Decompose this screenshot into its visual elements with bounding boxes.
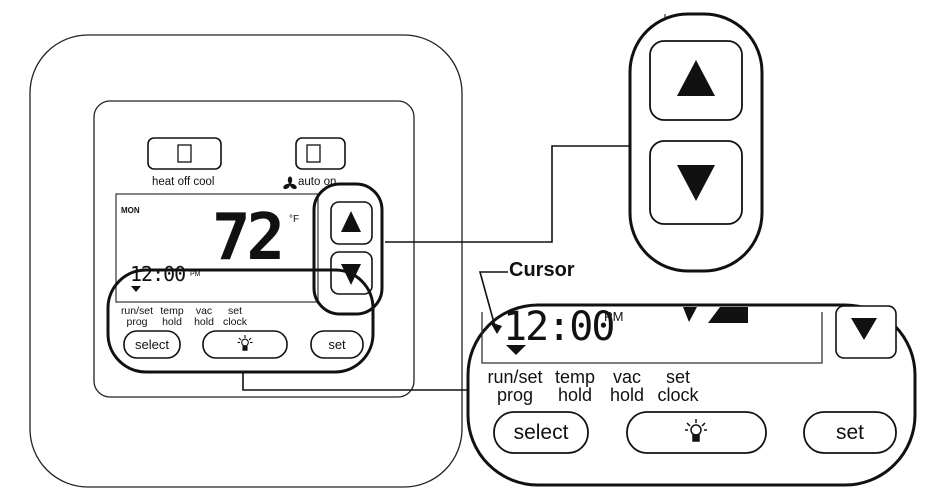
button-label-setclock: set clock — [219, 305, 251, 329]
light-button-outline — [202, 330, 288, 359]
light-button[interactable] — [203, 331, 287, 358]
lcd-temperature: 72 — [212, 201, 285, 275]
label-line: temp — [554, 367, 596, 387]
zoom-lightbulb-icon — [685, 419, 707, 442]
lightbulb-icon — [237, 335, 253, 351]
label-line: vac — [612, 367, 641, 387]
fan-icon — [283, 176, 297, 190]
zoom-up-arrow-icon — [677, 60, 715, 96]
zoom-label-temphold: temp hold — [549, 368, 601, 405]
lcd-window — [115, 193, 319, 303]
zoom-digit-fragment — [683, 307, 697, 322]
zoom-cursor-triangle — [506, 345, 526, 355]
cursor-pointer-line — [478, 271, 508, 331]
zoom-label-runset: run/set prog — [478, 368, 552, 405]
connector-bottom — [242, 372, 470, 391]
label-line: hold — [194, 316, 214, 329]
zoom-set-button-label[interactable]: set — [835, 420, 864, 444]
set-button[interactable]: set — [328, 337, 346, 352]
label-line: hold — [609, 385, 645, 406]
label-line: run/set — [487, 367, 543, 387]
up-arrow-icon — [341, 211, 361, 232]
button-label-temphold: temp hold — [157, 305, 187, 329]
label-line: vac — [195, 305, 213, 317]
highlight-bottom-row — [106, 268, 375, 374]
label-line: set — [227, 305, 242, 317]
label-line: clock — [657, 385, 699, 406]
select-button[interactable]: select — [135, 337, 169, 352]
zoom-light-button — [626, 411, 767, 454]
button-label-runset: run/set prog — [116, 305, 158, 329]
label-line: clock — [223, 316, 247, 329]
zoom-down-arrow-icon — [677, 165, 715, 201]
label-line: hold — [557, 385, 593, 406]
label-line: temp — [160, 305, 184, 317]
connector-top — [385, 145, 631, 243]
label-line: prog — [496, 385, 534, 406]
button-label-vachold: vac hold — [191, 305, 217, 329]
select-button-outline — [123, 330, 181, 359]
zoom-lcd-time: 12:00 — [503, 304, 615, 350]
lcd-day: MON — [121, 206, 140, 215]
lcd-meridiem: PM — [190, 271, 201, 278]
mode-switch-label: heat off cool — [152, 176, 215, 188]
set-button-outline — [310, 330, 364, 359]
zoom-set-button — [803, 411, 897, 454]
fan-switch-label: auto on — [298, 176, 337, 188]
cursor-triangle — [131, 286, 141, 292]
zoom-lcd-meridiem: PM — [604, 309, 624, 324]
cursor-label: Cursor — [509, 259, 575, 281]
label-line: hold — [162, 316, 182, 329]
zoom-lcd-frame — [481, 312, 823, 364]
label-line: run/set — [120, 305, 154, 317]
label-line: set — [665, 367, 690, 387]
highlight-up-down — [312, 182, 384, 316]
zoom-select-button — [493, 411, 589, 454]
lcd-time: 12:00 — [130, 262, 186, 286]
zoom-light-button-hit[interactable] — [627, 412, 766, 453]
label-line: prog — [126, 316, 148, 329]
lcd-unit: °F — [289, 214, 300, 225]
zoom-select-button-label[interactable]: select — [513, 420, 569, 444]
zoom-label-vachold: vac hold — [605, 368, 649, 405]
zoom-label-setclock: set clock — [652, 368, 704, 405]
